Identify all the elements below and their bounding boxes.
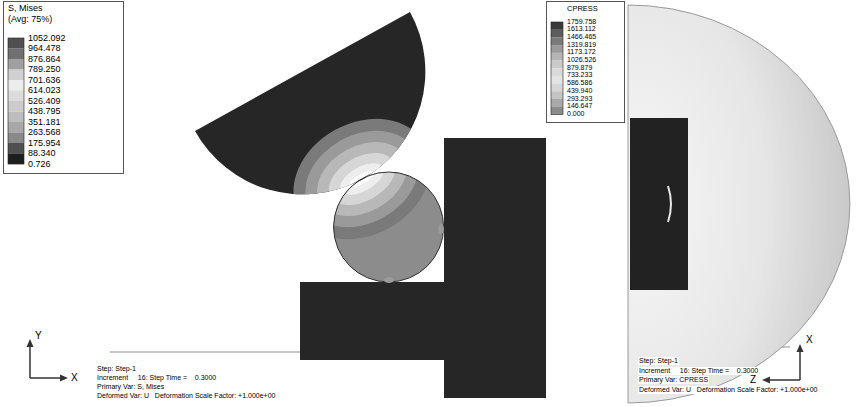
legend-swatch <box>551 68 563 76</box>
arrow-head <box>797 344 804 352</box>
status-line: Increment 16: Step Time = 0.3000 <box>97 374 216 382</box>
legend-swatch <box>551 91 563 99</box>
legend-swatch <box>551 45 563 53</box>
half-disk-surface <box>628 5 850 403</box>
legend-title: CPRESS <box>567 5 598 14</box>
contour-value: 964.478 <box>28 43 61 53</box>
contour-value: 879.879 <box>567 64 592 72</box>
status-line: Step: Step-1 <box>97 365 136 373</box>
legend-swatch <box>551 107 563 115</box>
axis-arrow <box>799 350 801 380</box>
ball-section <box>630 118 688 290</box>
contour-value: 146.647 <box>567 102 592 110</box>
status-line: Deformed Var: U Deformation Scale Factor… <box>638 386 818 394</box>
axis-label: Z <box>749 374 757 386</box>
contour-value: 1052.092 <box>28 33 66 43</box>
contact-spot <box>438 224 444 234</box>
legend-frame <box>4 2 124 174</box>
contour-value: 1319.819 <box>567 41 596 49</box>
contact-spot <box>384 277 394 283</box>
legend-swatch <box>551 30 563 38</box>
legend-swatch <box>8 122 24 133</box>
legend-swatch <box>551 84 563 92</box>
legend-swatch <box>551 22 563 30</box>
legend-swatch <box>8 91 24 102</box>
faint-info-line <box>110 351 300 353</box>
legend-swatch <box>551 61 563 69</box>
contour-value: 789.250 <box>28 64 61 74</box>
contour-value: 1466.465 <box>567 33 596 41</box>
arrow-head <box>762 377 770 384</box>
contour-value: 0.726 <box>28 159 51 169</box>
legend-swatch <box>551 76 563 84</box>
legend-swatch <box>8 80 24 91</box>
legend-title: S, Mises <box>8 3 43 13</box>
contour-value: 586.586 <box>567 79 592 87</box>
legend-swatch <box>551 37 563 45</box>
contour-value: 439.940 <box>567 87 592 95</box>
axis-arrow <box>29 345 31 378</box>
support-block <box>300 138 546 398</box>
legend-swatch <box>551 53 563 61</box>
ball-outline <box>334 172 444 282</box>
contour-value: 0.000 <box>567 110 585 118</box>
legend-swatch <box>551 99 563 107</box>
contour-value: 1759.758 <box>567 18 596 26</box>
legend-swatch <box>8 143 24 154</box>
contour-value: 263.568 <box>28 127 61 137</box>
status-line: Deformed Var: U Deformation Scale Factor… <box>97 392 275 400</box>
legend-swatch <box>8 59 24 70</box>
contour-value: 733.233 <box>567 71 592 79</box>
status-line: Step: Step-1 <box>638 357 679 365</box>
legend-swatch <box>8 38 24 49</box>
contour-value: 526.409 <box>28 96 61 106</box>
contour-value: 88.340 <box>28 148 56 158</box>
legend-swatch <box>8 154 24 165</box>
axis-label: Y <box>35 330 42 342</box>
contour-value: 1613.112 <box>567 25 596 33</box>
legend-subtitle: (Avg: 75%) <box>8 14 52 24</box>
legend-swatch <box>8 101 24 112</box>
status-line: Increment 16: Step Time = 0.3000 <box>638 367 759 375</box>
contour-value: 351.181 <box>28 117 61 127</box>
swatch-outline <box>8 38 24 164</box>
axis-arrow <box>30 377 62 379</box>
arrow-head <box>27 339 34 347</box>
contact-patch <box>668 186 671 222</box>
axis-arrow <box>768 379 800 381</box>
contour-value: 1026.526 <box>567 56 596 64</box>
axis-label: X <box>805 334 814 346</box>
contour-value: 1173.172 <box>567 48 596 56</box>
legend-frame <box>547 2 625 123</box>
axis-label: X <box>71 372 78 384</box>
legend-swatch <box>8 133 24 144</box>
legend-swatch <box>8 70 24 81</box>
contour-value: 438.795 <box>28 106 61 116</box>
status-line: Primary Var: CPRESS <box>638 376 709 384</box>
swatch-outline <box>551 22 563 114</box>
legend-swatch <box>8 112 24 123</box>
contour-value: 876.864 <box>28 54 61 64</box>
contour-value: 614.023 <box>28 85 61 95</box>
legend-swatch <box>8 49 24 60</box>
contour-value: 293.293 <box>567 95 592 103</box>
arrow-head <box>60 375 68 382</box>
contour-value: 175.954 <box>28 138 61 148</box>
status-line: Primary Var: S, Mises <box>97 383 164 391</box>
contour-value: 701.636 <box>28 75 61 85</box>
